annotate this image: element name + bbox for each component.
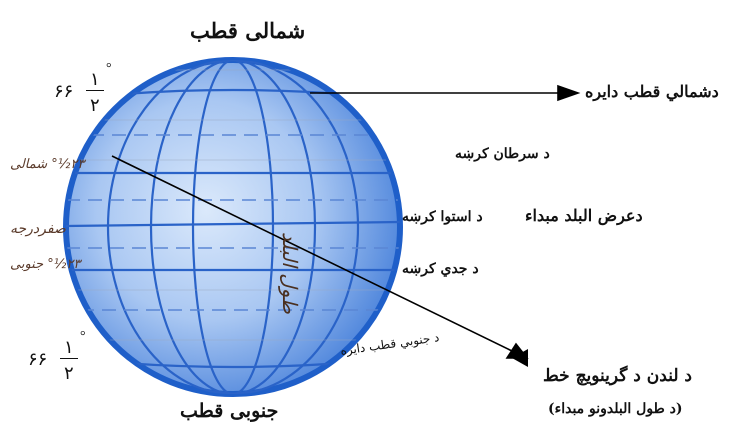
- tropic-cancer-label: د سرطان کرښه: [455, 146, 550, 162]
- greenwich-label: د لندن د گرينويچ خط: [543, 366, 692, 386]
- north-23-label: ۲۳½° شمالی: [10, 157, 85, 172]
- equator-label: د استوا کرښه: [402, 209, 483, 225]
- equator-line: [66, 220, 400, 228]
- dashed-latitudes: [66, 134, 400, 311]
- greenwich-arrow-line: [111, 155, 513, 352]
- latitude-origin-label: دعرض البلد مبداء: [525, 206, 643, 225]
- south-23-label: ۲۳½° جنوبی: [10, 257, 81, 272]
- tropic-capricorn-label: د جدي کرښه: [402, 261, 479, 277]
- meridian-lines: [106, 60, 360, 394]
- longitude-vertical-label: طول البلد: [278, 232, 302, 314]
- south-pole-title: جنوبی قطب: [180, 400, 279, 422]
- north-pole-title: شمالی قطب: [190, 18, 306, 43]
- longitude-origin-label: (د طول البلدونو مبداء): [548, 401, 683, 417]
- arctic-circle-label: دشمالي قطب دايره: [585, 82, 719, 101]
- antarctic-circle-line: [109, 360, 357, 369]
- zero-degree-label: صفردرجه: [10, 221, 66, 237]
- latitude-lines: [66, 88, 400, 369]
- arctic-arrow-head: [557, 84, 581, 102]
- longitude-origin-arrow-head: [512, 349, 528, 367]
